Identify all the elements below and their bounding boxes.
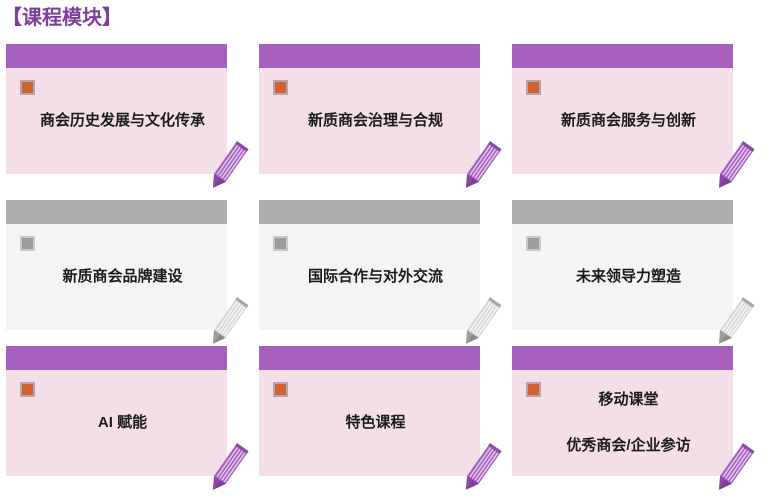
page-title: 【课程模块】 [2, 7, 122, 29]
orange-square-bullet-icon [526, 382, 541, 397]
module-card[interactable]: 特色课程 [259, 346, 502, 490]
orange-square-bullet-icon [20, 80, 35, 95]
module-card[interactable]: 未来领导力塑造 [512, 200, 755, 344]
card-body: 特色课程 [259, 370, 480, 476]
module-card[interactable]: 新质商会服务与创新 [512, 44, 755, 188]
card-body: 国际合作与对外交流 [259, 224, 480, 330]
module-title-line-1: 特色课程 [345, 414, 406, 431]
card-header-bar [6, 44, 227, 68]
module-title-line-1: 国际合作与对外交流 [307, 268, 443, 285]
orange-square-bullet-icon [273, 80, 288, 95]
card-header-bar [512, 44, 733, 68]
module-title-line-1: 移动课堂 [598, 391, 659, 408]
course-module-grid: 商会历史发展与文化传承 新质商会治理与合规 [0, 38, 775, 501]
card-text: 新质商会服务与创新 [512, 68, 733, 174]
card-body: AI 赋能 [6, 370, 227, 476]
card-header-bar [259, 200, 480, 224]
module-title-line-1: 新质商会服务与创新 [560, 112, 696, 129]
card-body: 新质商会治理与合规 [259, 68, 480, 174]
card-text: 移动课堂 优秀商会/企业参访 [512, 370, 733, 476]
card-text: 未来领导力塑造 [512, 224, 733, 330]
card-header-bar [512, 200, 733, 224]
module-title-line-1: 新质商会治理与合规 [307, 112, 443, 129]
card-header-bar [259, 346, 480, 370]
module-card[interactable]: AI 赋能 [6, 346, 249, 490]
card-body: 新质商会品牌建设 [6, 224, 227, 330]
module-card[interactable]: 新质商会品牌建设 [6, 200, 249, 344]
card-header-bar [6, 346, 227, 370]
card-body: 移动课堂 优秀商会/企业参访 [512, 370, 733, 476]
module-title-line-1: AI 赋能 [97, 414, 148, 431]
gray-square-bullet-icon [273, 236, 288, 251]
module-title-line-2: 优秀商会/企业参访 [566, 437, 691, 454]
card-body: 新质商会服务与创新 [512, 68, 733, 174]
card-text: 新质商会品牌建设 [6, 224, 227, 330]
orange-square-bullet-icon [273, 382, 288, 397]
card-body: 商会历史发展与文化传承 [6, 68, 227, 174]
card-text: 特色课程 [259, 370, 480, 476]
card-header-bar [6, 200, 227, 224]
module-title-line-1: 新质商会品牌建设 [62, 268, 183, 285]
card-text: 新质商会治理与合规 [259, 68, 480, 174]
module-card[interactable]: 商会历史发展与文化传承 [6, 44, 249, 188]
card-header-bar [259, 44, 480, 68]
card-text: AI 赋能 [6, 370, 227, 476]
orange-square-bullet-icon [526, 80, 541, 95]
module-card[interactable]: 国际合作与对外交流 [259, 200, 502, 344]
module-title-line-1: 未来领导力塑造 [575, 268, 681, 285]
card-body: 未来领导力塑造 [512, 224, 733, 330]
gray-square-bullet-icon [526, 236, 541, 251]
card-text: 商会历史发展与文化传承 [6, 68, 227, 174]
module-card[interactable]: 移动课堂 优秀商会/企业参访 [512, 346, 755, 490]
orange-square-bullet-icon [20, 382, 35, 397]
card-text: 国际合作与对外交流 [259, 224, 480, 330]
module-title-line-1: 商会历史发展与文化传承 [39, 112, 205, 129]
module-card[interactable]: 新质商会治理与合规 [259, 44, 502, 188]
gray-square-bullet-icon [20, 236, 35, 251]
card-header-bar [512, 346, 733, 370]
